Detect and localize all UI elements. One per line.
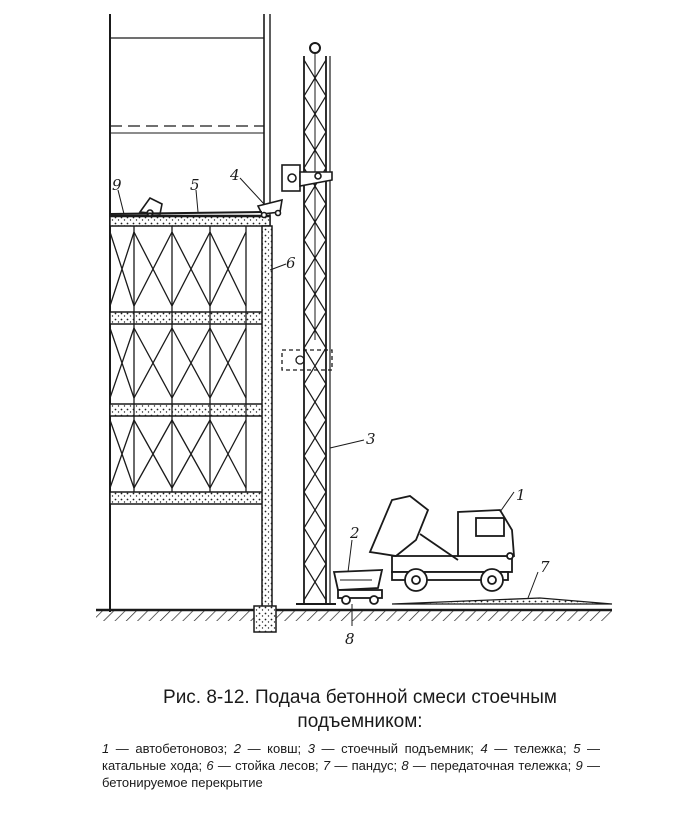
floor-slab <box>109 403 265 417</box>
label-8: 8 <box>345 630 355 648</box>
ground <box>96 605 612 633</box>
floor-slab <box>109 311 265 325</box>
figure-legend: 1 — автобетоновоз; 2 — ковш; 3 — стоечны… <box>102 740 600 791</box>
legend-item: 9 — бетонируемое перекрытие <box>102 758 600 790</box>
label-1: 1 <box>516 486 526 504</box>
transfer-cart-8 <box>337 589 383 605</box>
mast-hoist-3 <box>296 56 336 605</box>
label-7: 7 <box>540 558 550 576</box>
concrete-truck-1 <box>368 495 515 592</box>
caption-line-2: подъемником: <box>297 711 423 732</box>
runways-5 <box>109 211 263 215</box>
label-9: 9 <box>112 176 122 194</box>
caption-line-1: Рис. 8-12. Подача бетонной смеси стоечны… <box>163 687 557 708</box>
label-4: 4 <box>229 166 240 184</box>
legend-item: 3 — стоечный подъемник; <box>307 741 481 756</box>
hoist-platform <box>281 164 333 192</box>
floor-slab-9 <box>109 214 271 227</box>
bucket-2 <box>332 569 384 591</box>
pulley-icon <box>309 42 321 54</box>
cart-4 <box>256 198 283 219</box>
legend-item: 8 — передаточная тележка; <box>401 758 576 773</box>
hoist-platform-intermediate <box>281 349 333 371</box>
legend-item: 4 — тележка; <box>480 741 574 756</box>
scaffold-column-6 <box>261 225 273 611</box>
label-6: 6 <box>286 254 296 272</box>
label-2: 2 <box>349 524 360 542</box>
ramp-7 <box>391 597 613 605</box>
legend-item: 5 — катальные хода; <box>102 741 601 773</box>
scaffold-bracing <box>109 226 247 492</box>
legend-item: 7 — пандус; <box>322 758 402 773</box>
foundation <box>253 605 277 633</box>
label-3: 3 <box>366 430 376 448</box>
legend-item: 6 — стойка лесов; <box>206 758 323 773</box>
legend-item: 2 — ковш; <box>233 741 308 756</box>
floor-slab <box>109 491 265 505</box>
concrete-hoist-diagram: 9 5 4 6 3 2 1 7 8 <box>96 14 613 648</box>
legend-item: 1 — автобетоновоз; <box>102 741 234 756</box>
leader-lines <box>117 177 539 626</box>
figure-caption-title: Рис. 8-12. Подача бетонной смеси стоечны… <box>60 686 660 734</box>
label-5: 5 <box>190 176 200 194</box>
